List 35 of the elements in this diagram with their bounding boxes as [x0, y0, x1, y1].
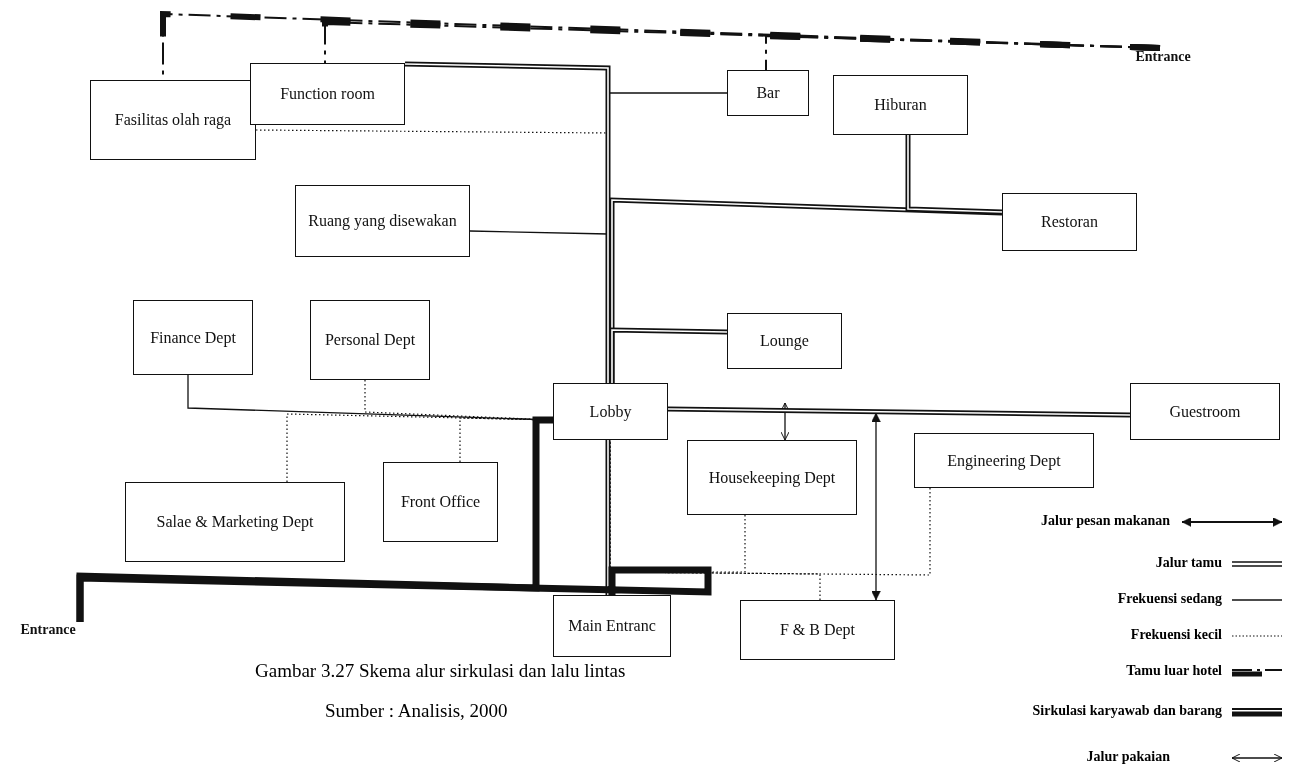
legend-label: Jalur tamu: [1155, 555, 1222, 571]
connector-line: [763, 32, 1161, 71]
process-box: Restoran: [1002, 193, 1137, 251]
process-box: Engineering Dept: [914, 433, 1094, 488]
process-box: Fasilitas olah raga: [90, 80, 256, 160]
process-box: Housekeeping Dept: [687, 440, 857, 515]
process-box: Lobby: [553, 383, 668, 440]
source-note: Sumber : Analisis, 2000: [325, 700, 508, 722]
legend-label: Sirkulasi karyawab dan barang: [1032, 703, 1222, 719]
connector-line: [404, 61, 611, 384]
process-box: Ruang yang disewakan: [295, 185, 470, 257]
process-box: Function room: [250, 63, 405, 125]
legend-label: Tamu luar hotel: [1126, 663, 1222, 679]
process-box: Finance Dept: [133, 300, 253, 375]
process-box: Guestroom: [1130, 383, 1280, 440]
entrance-label: Entrance: [1132, 48, 1194, 66]
process-box: Hiburan: [833, 75, 968, 135]
process-box: Salae & Marketing Dept: [125, 482, 345, 562]
process-box: Front Office: [383, 462, 498, 542]
process-box: Lounge: [727, 313, 842, 369]
entrance-label: Entrance: [8, 622, 88, 638]
connector-line: [609, 327, 728, 384]
process-box: Bar: [727, 70, 809, 116]
figure-caption: Gambar 3.27 Skema alur sirkulasi dan lalu lintas: [255, 660, 626, 682]
connector-line: [605, 439, 611, 596]
process-box: Main Entranc: [553, 595, 671, 657]
legend-label: Jalur pakaian: [1086, 749, 1170, 765]
connector-line: [667, 406, 1131, 418]
legend-label: Frekuensi sedang: [1117, 591, 1222, 607]
process-box: Personal Dept: [310, 300, 430, 380]
legend-label: Frekuensi kecil: [1130, 627, 1222, 643]
legend-label: Jalur pesan makanan: [1041, 513, 1170, 529]
arrow: [871, 412, 881, 601]
connector-line: [905, 134, 1003, 215]
process-box: F & B Dept: [740, 600, 895, 660]
